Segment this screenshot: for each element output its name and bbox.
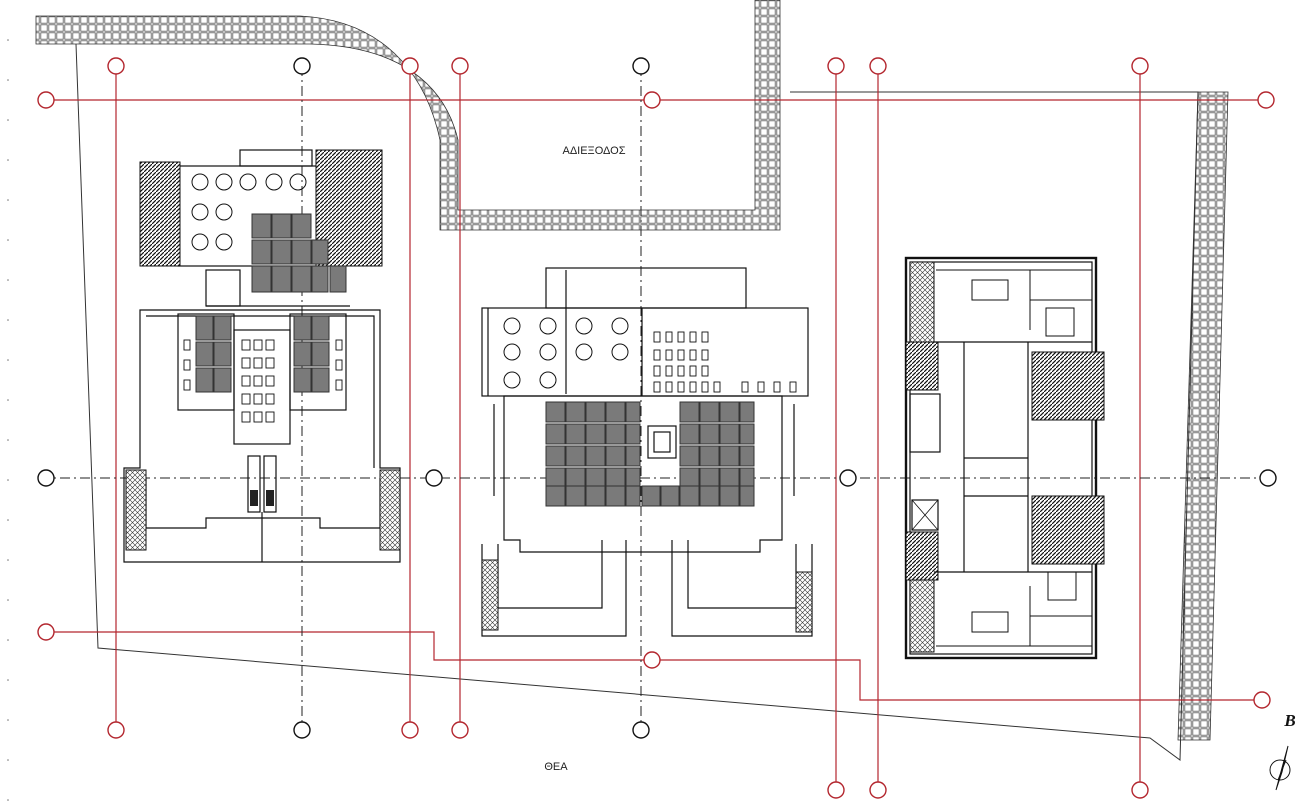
north-arrow-icon [1269,745,1291,791]
street-label: ΑΔΙΕΞΟΔΟΣ [562,145,625,157]
solar-panels-left-main [195,315,330,393]
ac-units [191,173,307,251]
view-label: ΘΕΑ [544,761,568,773]
grid-bubble-icon [37,57,1277,799]
building-left [123,149,401,563]
section-marker-label: B [1283,711,1295,730]
bedrooms-right [936,269,1092,647]
grid-lines-black [40,66,1268,730]
paved-road [35,0,1229,741]
grid-lines-red [40,66,1268,790]
rooftop-units-left [183,339,343,423]
margin-dots [7,39,9,801]
plot-boundary [75,43,1199,761]
rooftop-units-middle [653,331,797,393]
solar-panels-left-upper [251,213,347,293]
ac-units-middle [503,317,629,389]
building-right [904,256,1105,660]
solar-panels-middle [545,401,755,507]
building-middle [481,267,813,637]
